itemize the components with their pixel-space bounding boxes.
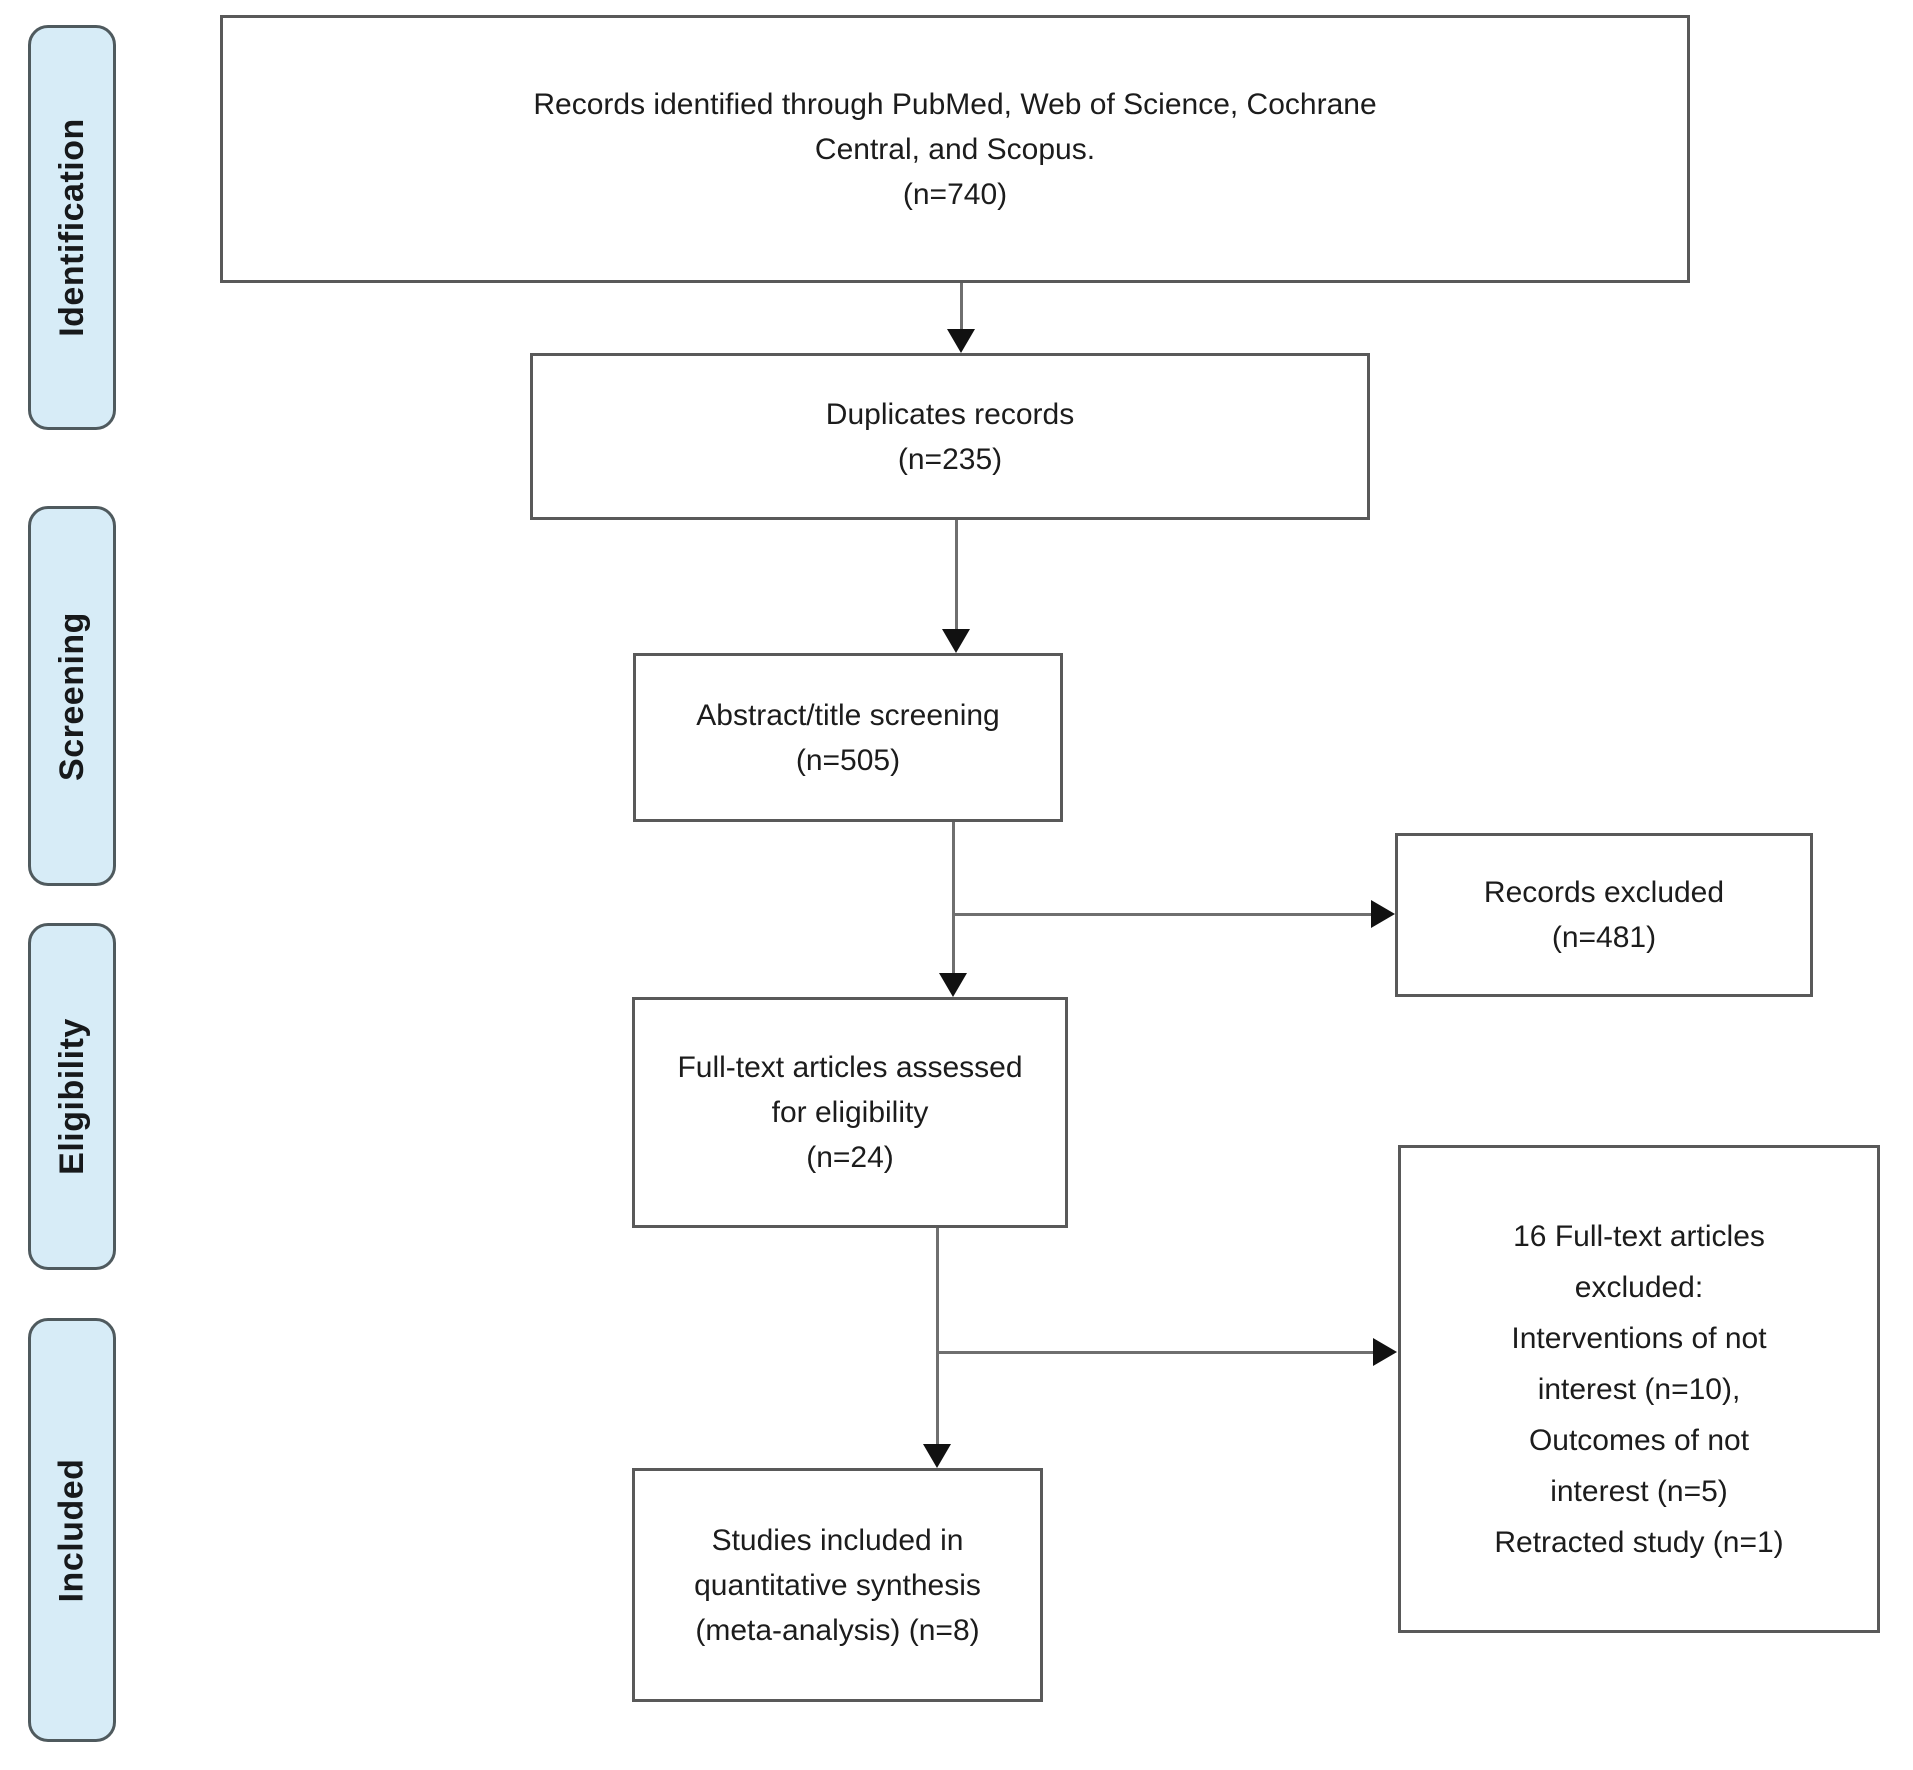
stage-identification: Identification [28,25,116,430]
arrow-down-icon [942,629,970,653]
stage-included: Included [28,1318,116,1742]
stage-eligibility: Eligibility [28,923,116,1270]
box-records-excluded: Records excluded (n=481) [1395,833,1813,997]
arrow-down-icon [947,329,975,353]
connector-line [960,283,963,331]
arrow-down-icon [923,1444,951,1468]
connector-line [938,1351,1373,1354]
stage-screening-label: Screening [52,611,91,781]
box-abstract-screening-text: Abstract/title screening (n=505) [696,698,1000,777]
box-fulltext-assessed-text: Full-text articles assessed for eligibil… [677,1051,1023,1174]
stage-eligibility-label: Eligibility [52,1018,91,1175]
box-duplicates: Duplicates records (n=235) [530,353,1370,520]
box-abstract-screening: Abstract/title screening (n=505) [633,653,1063,822]
box-records-identified-text: Records identified through PubMed, Web o… [533,87,1377,211]
arrow-right-icon [1371,900,1395,928]
box-fulltext-excluded-text: 16 Full-text articles excluded: Interven… [1494,1219,1784,1559]
stage-included-label: Included [52,1458,91,1602]
stage-screening: Screening [28,506,116,886]
arrow-right-icon [1373,1338,1397,1366]
box-fulltext-assessed: Full-text articles assessed for eligibil… [632,997,1068,1228]
box-studies-included: Studies included in quantitative synthes… [632,1468,1043,1702]
arrow-down-icon [939,973,967,997]
connector-line [952,822,955,975]
box-studies-included-text: Studies included in quantitative synthes… [694,1523,981,1647]
stage-identification-label: Identification [52,118,91,337]
box-records-excluded-text: Records excluded (n=481) [1483,876,1725,954]
box-fulltext-excluded: 16 Full-text articles excluded: Interven… [1398,1145,1880,1633]
box-records-identified: Records identified through PubMed, Web o… [220,15,1690,283]
connector-line [936,1228,939,1446]
connector-line [954,913,1371,916]
box-duplicates-text: Duplicates records (n=235) [825,397,1075,476]
connector-line [955,520,958,631]
